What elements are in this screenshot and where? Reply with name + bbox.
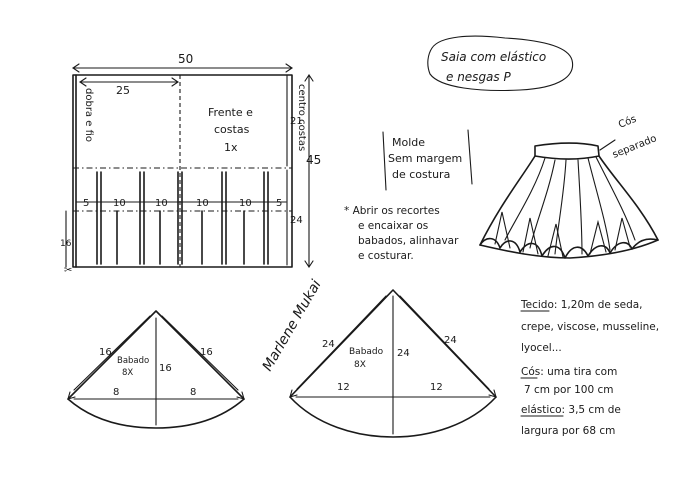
instruction-block: * Abrir os recortes e encaixar os babado… bbox=[344, 205, 459, 262]
waist-label-line1: Cós bbox=[617, 113, 638, 131]
small-godet-outline bbox=[67, 310, 245, 429]
segment-label-3: 10 bbox=[155, 198, 168, 209]
piece-label-line3: 1x bbox=[224, 141, 238, 154]
large-godet-name: Babado bbox=[349, 347, 384, 357]
half-width-arrows bbox=[79, 77, 179, 87]
large-godet-half-right: 12 bbox=[430, 382, 443, 393]
molde-line3: de costura bbox=[392, 168, 450, 181]
lower-label: 24 bbox=[290, 215, 303, 226]
waist-pointer bbox=[599, 139, 616, 151]
height-arrows bbox=[304, 74, 314, 268]
waist-label-line2: separado bbox=[611, 133, 658, 161]
note-brackets bbox=[382, 129, 473, 191]
center-back-label: centro costas bbox=[296, 84, 307, 151]
materials-line5: 7 cm por 100 cm bbox=[524, 384, 613, 396]
molde-note: Molde Sem margem de costura bbox=[382, 129, 473, 191]
segment-label-2: 10 bbox=[113, 198, 126, 209]
waistband bbox=[534, 142, 600, 160]
scissors-icon: ✂ bbox=[64, 265, 72, 276]
segment-label-1: 5 bbox=[83, 198, 89, 209]
large-godet-half-left: 12 bbox=[337, 382, 350, 393]
fold-label: dobra e fio bbox=[83, 88, 94, 142]
upper-label: 21 bbox=[290, 116, 303, 127]
width-arrows bbox=[72, 63, 293, 73]
large-godet: 24 24 24 12 12 Babado 8X bbox=[289, 289, 497, 438]
skirt-illustration: Cós separado bbox=[479, 113, 659, 259]
small-godet-side-right: 16 bbox=[200, 347, 213, 358]
half-width-label: 25 bbox=[116, 84, 130, 97]
large-godet-height: 24 bbox=[397, 348, 410, 359]
slit-lines bbox=[96, 171, 269, 265]
pattern-outline bbox=[72, 74, 293, 268]
slit-depth-label: 16 bbox=[60, 239, 72, 249]
title-line2: e nesgas P bbox=[446, 70, 511, 84]
title-block: Saia com elástico e nesgas P bbox=[427, 35, 574, 91]
segment-label-5: 10 bbox=[239, 198, 252, 209]
materials-line6: elástico: 3,5 cm de bbox=[521, 404, 621, 416]
segment-label-6: 5 bbox=[276, 198, 282, 209]
materials-block: Tecido: 1,20m de seda, crepe, viscose, m… bbox=[520, 299, 659, 437]
instruction-line3: babados, alinhavar bbox=[358, 235, 459, 247]
instruction-line4: e costurar. bbox=[358, 250, 414, 262]
materials-line3: lyocel... bbox=[521, 342, 562, 354]
small-godet-height: 16 bbox=[159, 363, 172, 374]
large-godet-side-arrows bbox=[296, 295, 490, 390]
materials-line1: Tecido: 1,20m de seda, bbox=[520, 299, 643, 311]
instruction-line2: e encaixar os bbox=[358, 220, 428, 232]
small-godet-half-right: 8 bbox=[190, 387, 196, 398]
skirt-hem bbox=[479, 237, 659, 259]
instruction-line1: * Abrir os recortes bbox=[344, 205, 440, 217]
skirt-body bbox=[479, 155, 659, 259]
large-godet-side-right: 24 bbox=[444, 335, 457, 346]
small-godet-arrowheads bbox=[67, 391, 245, 400]
materials-line4: Cós: uma tira com bbox=[521, 366, 617, 378]
height-label: 45 bbox=[306, 153, 321, 167]
small-godet-side-arrows bbox=[73, 315, 239, 391]
piece-label-line2: costas bbox=[214, 123, 250, 136]
large-godet-outline bbox=[289, 289, 497, 438]
piece-label-line1: Frente e bbox=[208, 106, 253, 119]
skirt-folds bbox=[504, 156, 636, 255]
main-pattern: 50 25 dobra e fio centro costas Frente e… bbox=[60, 52, 321, 276]
small-godet-count: 8X bbox=[122, 368, 133, 378]
materials-line2: crepe, viscose, musseline, bbox=[521, 321, 659, 333]
small-godet-half-left: 8 bbox=[113, 387, 119, 398]
signature: Marlene Mukai bbox=[260, 277, 325, 374]
materials-line7: largura por 68 cm bbox=[521, 425, 615, 437]
small-godet-side-left: 16 bbox=[99, 347, 112, 358]
large-godet-count: 8X bbox=[354, 360, 366, 370]
large-godet-arrowheads bbox=[289, 389, 497, 398]
small-godet-name: Babado bbox=[117, 356, 149, 366]
width-label: 50 bbox=[178, 52, 193, 66]
molde-line1: Molde bbox=[392, 136, 425, 149]
materials-underlines bbox=[520, 310, 564, 417]
godet-insets bbox=[494, 211, 631, 258]
segment-label-4: 10 bbox=[196, 198, 209, 209]
molde-line2: Sem margem bbox=[388, 152, 462, 165]
title-cloud bbox=[427, 35, 574, 91]
large-godet-side-left: 24 bbox=[322, 339, 335, 350]
small-godet: 16 16 16 8 8 Babado 8X bbox=[67, 310, 245, 429]
title-line1: Saia com elástico bbox=[441, 50, 546, 64]
